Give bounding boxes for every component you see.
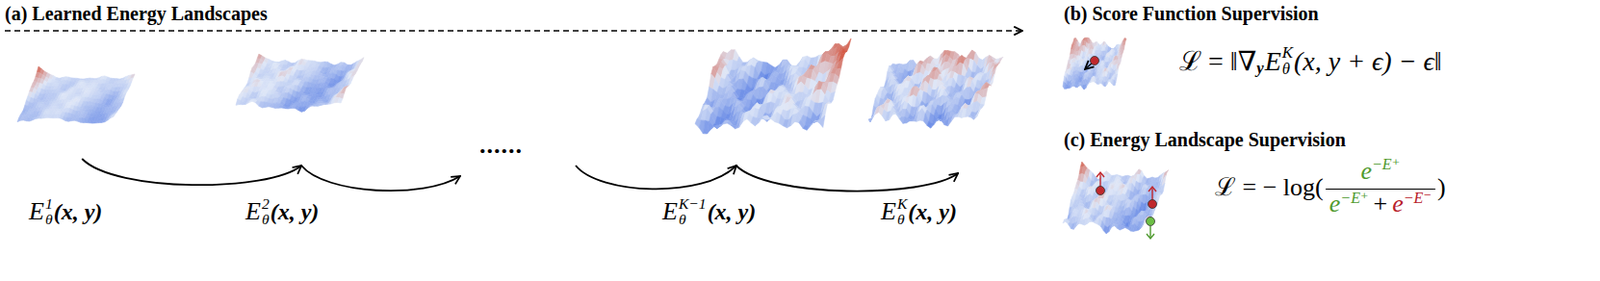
energy-symbol: E [880, 197, 897, 226]
panel-heading: (b) Score Function Supervision [1063, 2, 1319, 26]
energy-surfaces [17, 37, 1169, 234]
superscript: 1 [45, 196, 53, 212]
superscript: −E⁺ [1340, 189, 1368, 207]
subscript: y [1256, 58, 1264, 78]
formula-part: ℒ = − log( [1214, 173, 1324, 202]
energy-args: (x, y) [270, 199, 320, 225]
ellipsis: ...... [479, 130, 523, 160]
energy-landscape: EK−1θ(x, y) [693, 38, 852, 166]
energy-symbol: E [245, 197, 261, 226]
energy-symbol: E [28, 197, 45, 226]
fraction: e−E⁺e−E⁺+e−E⁻ [1325, 155, 1436, 219]
sub-sup-stack: 1θ [45, 196, 53, 227]
loss-formula: ℒ = ‖∇yEKθ(x, y + ϵ) − ϵ‖ [1179, 42, 1443, 78]
sub-sup-stack: 2θ [261, 196, 270, 227]
subscript: θ [897, 211, 907, 228]
superscript: 2 [261, 196, 270, 212]
subscript: θ [261, 211, 270, 228]
energy-label: E2θ(x, y) [245, 196, 319, 227]
superscript: K [1282, 45, 1293, 62]
subscript: θ [1282, 61, 1293, 78]
energy-args: (x, y) [707, 199, 757, 225]
energy-args: (x, y) [907, 199, 957, 225]
sample-marker [1084, 56, 1100, 71]
sub-sup-stack: K−1θ [678, 196, 707, 227]
loss-formula: ℒ = − log(e−E⁺e−E⁺+e−E⁻) [1214, 155, 1446, 219]
curved-arrow [736, 165, 959, 192]
superscript: K−1 [678, 196, 707, 212]
energy-label: EKθ(x, y) [880, 196, 957, 227]
superscript: −E⁻ [1403, 189, 1432, 207]
curved-arrow [575, 165, 737, 189]
curved-arrow [81, 158, 302, 185]
subscript: θ [45, 211, 53, 228]
panel-heading: (c) Energy Landscape Supervision [1063, 129, 1346, 152]
energy-landscape: E2θ(x, y) [233, 48, 364, 166]
sample-markers [1096, 172, 1158, 239]
energy-args: (x, y) [53, 199, 104, 225]
energy-label: EK−1θ(x, y) [662, 196, 756, 227]
energy-landscape: EKθ(x, y) [866, 43, 1002, 174]
energy-landscape: E1θ(x, y) [17, 62, 133, 159]
energy-label: E1θ(x, y) [28, 196, 103, 227]
superscript: −E⁺ [1371, 155, 1400, 173]
formula-part: (x, y + ϵ) − ϵ‖ [1293, 46, 1443, 77]
formula-part: e [1392, 189, 1404, 218]
formula-part: e [1360, 156, 1372, 185]
energy-symbol: E [662, 197, 678, 226]
formula-part: E [1264, 46, 1282, 77]
denominator: e−E⁺+e−E⁻ [1325, 189, 1436, 220]
panel-heading: (a) Learned Energy Landscapes [4, 2, 268, 26]
formula-part: ) [1437, 173, 1446, 202]
formula-part: ℒ = ‖∇ [1179, 46, 1257, 77]
progress-arrow [4, 29, 1023, 31]
formula-part: + [1372, 189, 1388, 218]
formula-part: e [1329, 189, 1342, 218]
curved-arrow [301, 165, 461, 191]
sub-sup-stack: Kθ [897, 196, 907, 227]
superscript: K [897, 196, 907, 212]
numerator: e−E⁺ [1325, 155, 1436, 190]
subscript: θ [678, 211, 707, 228]
sub-sup-stack: Kθ [1282, 45, 1293, 78]
